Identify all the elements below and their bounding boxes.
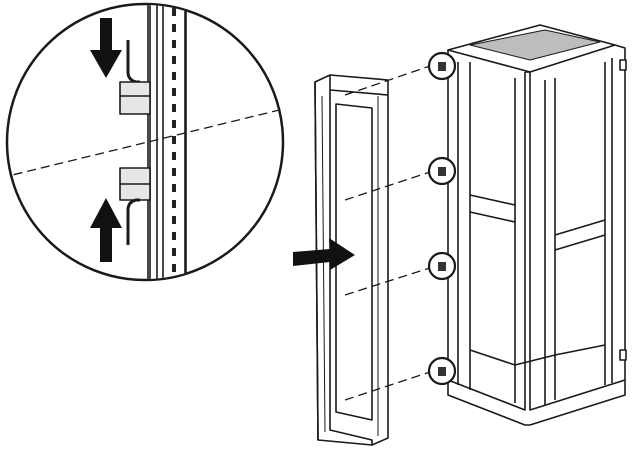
rail-hole: [172, 168, 176, 176]
rail-hole: [172, 72, 176, 80]
lower-hinge: [119, 167, 151, 245]
hinge-detail-callout: [5, 2, 285, 288]
rail-hole: [172, 216, 176, 224]
arrow-right-icon: [293, 238, 355, 270]
upper-hinge: [119, 40, 151, 115]
rail-hole: [172, 120, 176, 128]
rail-hole: [172, 264, 176, 272]
arrow-up-icon: [90, 198, 122, 262]
alignment-dashed-line: [8, 104, 282, 179]
rack-hinge-circles: [427, 51, 457, 386]
rail-hole: [172, 232, 176, 240]
guide-lines: [344, 63, 437, 401]
rail-hole: [172, 24, 176, 32]
rail-hole: [172, 200, 176, 208]
rail-hole: [172, 104, 176, 112]
rack-cabinet: [427, 24, 627, 426]
rail-holes: [172, 8, 176, 288]
rail-hole: [172, 184, 176, 192]
rail-hole: [172, 152, 176, 160]
rail-hole: [172, 280, 176, 288]
arrow-down-icon: [90, 18, 122, 78]
rail-hole: [172, 56, 176, 64]
rail-hole: [172, 8, 176, 16]
rail-hole: [172, 248, 176, 256]
rail-hole: [172, 40, 176, 48]
rack-door: [314, 74, 389, 446]
rail-hole: [172, 88, 176, 96]
rail-hole: [172, 136, 176, 144]
